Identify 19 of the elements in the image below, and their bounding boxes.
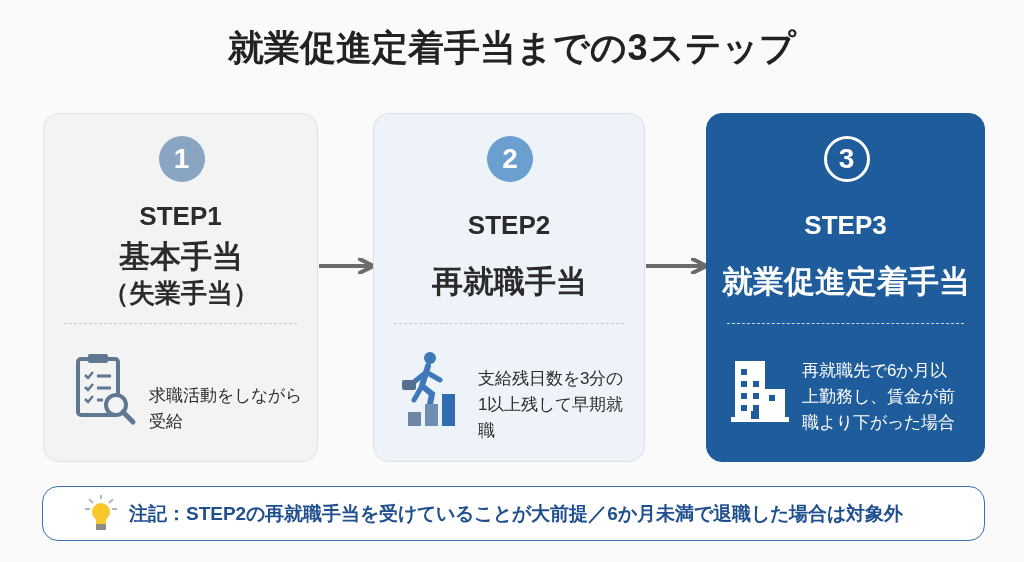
step-label: STEP2 [467,209,551,241]
step-label: STEP3 [804,209,887,241]
step-number: 3 [823,136,870,182]
step-number: 2 [487,136,533,182]
step-card [373,113,645,462]
step-label: STEP1 [139,200,222,232]
step-title: 再就職手当 [431,263,587,301]
step-title: 就業促進定着手当 [721,263,970,301]
note-box [42,486,985,541]
description: 再就職先で6か月以上勤務し、賃金が前職より下がった場合 [802,360,956,434]
step-title: （失業手当） [102,277,259,310]
description: 支給残日数を3分の1以上残して早期就職 [478,368,625,442]
step-title: 基本手当 [118,238,243,276]
step-number: 1 [158,136,205,182]
title: 就業促進定着手当までの3ステップ [228,27,796,68]
note-text: 注記：STEP2の再就職手当を受けていることが大前提／6か月未満で退職した場合は対象外 [129,502,903,526]
description: 求職活動をしながら受給 [149,385,303,433]
step-card [43,113,318,462]
step-card [706,113,985,462]
